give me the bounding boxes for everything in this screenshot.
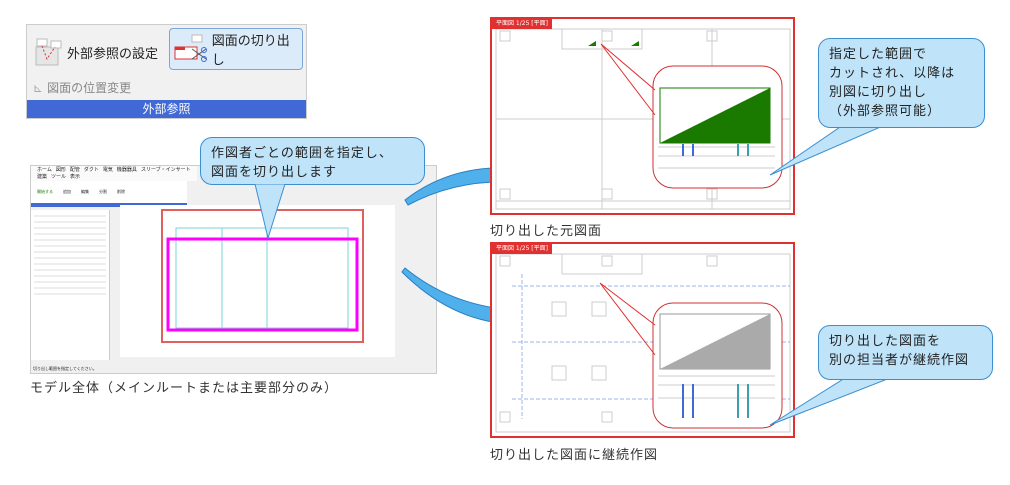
menu-item[interactable]: 配管	[69, 167, 80, 173]
edit-button[interactable]: 編集	[81, 189, 89, 194]
caption-original: 切り出した元図面	[490, 224, 603, 239]
ribbon-group-external-reference: 外部参照の設定 図面の切り出し ⊾ 図面の位置変更 外部参照	[26, 24, 307, 119]
properties-panel	[31, 210, 110, 360]
scissors-cut-icon	[174, 34, 207, 62]
original-drawing-panel: 平面図 1/25 [平面]	[490, 17, 795, 215]
menu-item[interactable]: 機器器具	[116, 167, 137, 173]
menu-item[interactable]: 電気	[102, 167, 113, 173]
cut-out-drawing-button[interactable]: 図面の切り出し	[169, 28, 303, 70]
caption-continued: 切り出した図面に継続作図	[490, 448, 659, 463]
reference-settings-icon	[35, 38, 62, 66]
start-button[interactable]: 開始する	[37, 189, 53, 194]
menu-item[interactable]: スリーブ・インサート	[140, 167, 191, 173]
menu-item[interactable]: ツール	[51, 174, 67, 180]
continued-drawing-panel: 平面図 1/25 [平面]	[490, 242, 795, 438]
menu-item[interactable]: ホーム	[37, 167, 52, 173]
split-button[interactable]: 分割	[99, 189, 107, 194]
menu-item[interactable]: 図形	[55, 167, 66, 173]
add-button[interactable]: 追加	[63, 189, 71, 194]
callout-main: 作図者ごとの範囲を指定し、 図面を切り出します	[200, 137, 425, 185]
callout-top: 指定した範囲で カットされ、以降は 別図に切り出し （外部参照可能）	[818, 38, 985, 128]
settings-label: 外部参照の設定	[67, 46, 159, 62]
menu-item[interactable]: 表示	[70, 174, 81, 180]
menu-item[interactable]: ダクト	[83, 167, 99, 173]
move-label: 図面の位置変更	[47, 81, 132, 95]
external-reference-settings-button[interactable]: 外部参照の設定	[33, 35, 158, 69]
move-drawing-position-button[interactable]: ⊾ 図面の位置変更	[33, 79, 131, 96]
app-ribbon: 開始する 追加 編集 分割 削除	[31, 181, 187, 207]
menu-bar: ホーム図形配管ダクト電気機器器具スリーブ・インサート建築ツール表示	[31, 166, 197, 181]
delete-button[interactable]: 削除	[117, 189, 125, 194]
pin-icon: ⊾	[33, 80, 44, 95]
view-tab[interactable]: 平面図 1/25 [平面]	[492, 19, 552, 29]
group-label: 外部参照	[27, 100, 306, 118]
status-bar-text: 切り出し範囲を指定してください。	[33, 366, 97, 371]
cut-label: 図面の切り出し	[211, 34, 290, 68]
callout-bottom: 切り出した図面を 別の担当者が継続作図	[818, 325, 993, 380]
menu-item[interactable]: 建築	[37, 174, 48, 180]
view-tab[interactable]: 平面図 1/25 [平面]	[492, 244, 552, 254]
caption-model: モデル全体（メインルートまたは主要部分のみ）	[30, 381, 339, 396]
